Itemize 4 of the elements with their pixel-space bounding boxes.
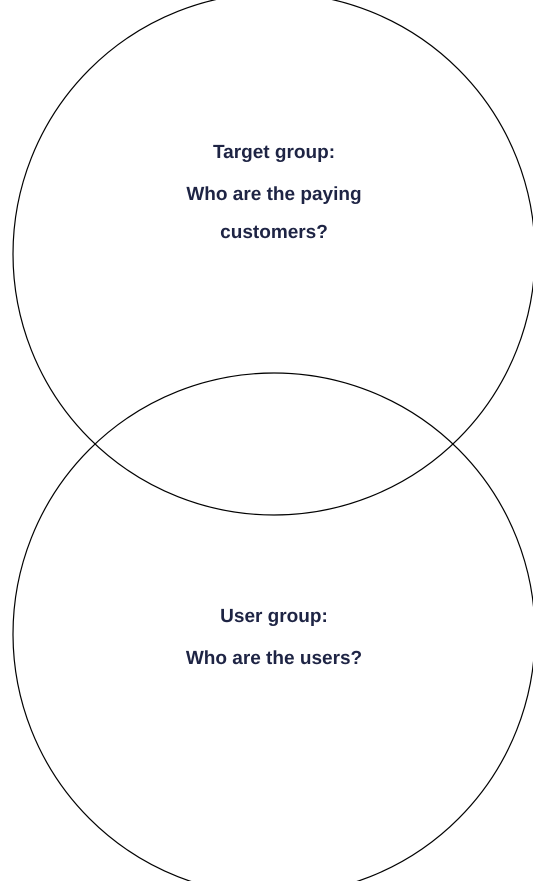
group-question: Who are the paying customers? bbox=[185, 183, 363, 245]
group-question: Who are the users? bbox=[186, 647, 362, 671]
group-heading: User group: bbox=[220, 605, 328, 629]
group-heading: Target group: bbox=[212, 141, 336, 165]
